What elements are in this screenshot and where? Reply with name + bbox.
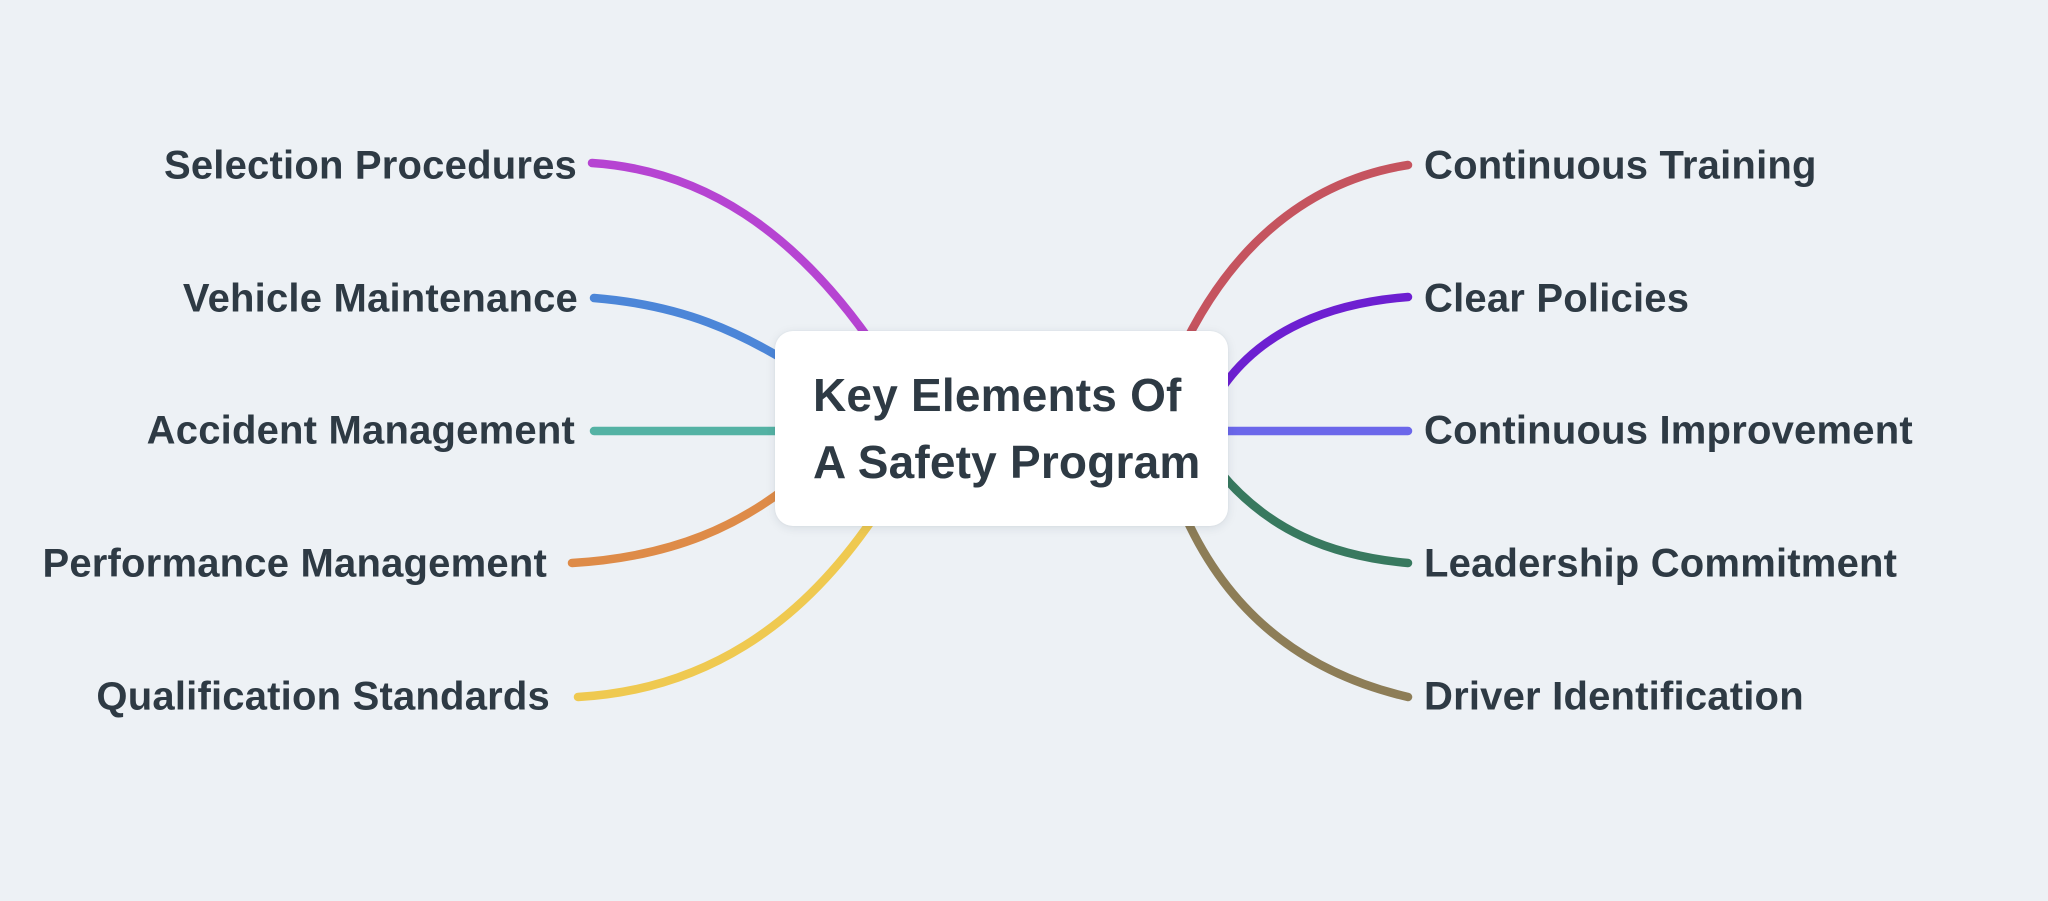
branch-label-clear-policies[interactable]: Clear Policies bbox=[1424, 276, 1690, 321]
branch-curve-leadership-commitment bbox=[1215, 467, 1413, 568]
branch-label-continuous-improvement[interactable]: Continuous Improvement bbox=[1424, 408, 1913, 453]
central-topic-title-line1: Key Elements Of bbox=[813, 368, 1182, 421]
branch-label-selection-procedures[interactable]: Selection Procedures bbox=[163, 143, 577, 188]
branch-label-leadership-commitment[interactable]: Leadership Commitment bbox=[1424, 541, 1898, 586]
branch-curve-clear-policies bbox=[1217, 292, 1413, 393]
branch-curve-selection-procedures bbox=[587, 158, 885, 360]
branch-label-continuous-training[interactable]: Continuous Training bbox=[1424, 143, 1817, 188]
central-topic-title-line2: A Safety Program bbox=[813, 435, 1201, 488]
branch-label-accident-management[interactable]: Accident Management bbox=[146, 408, 575, 453]
branch-label-performance-management[interactable]: Performance Management bbox=[42, 541, 547, 586]
branch-curve-driver-identification bbox=[1181, 513, 1413, 702]
branch-curve-continuous-training bbox=[1173, 160, 1413, 363]
branch-label-driver-identification[interactable]: Driver Identification bbox=[1424, 674, 1804, 719]
branch-curve-qualification-standards bbox=[573, 503, 885, 702]
branch-curve-performance-management bbox=[567, 465, 813, 568]
branch-label-qualification-standards[interactable]: Qualification Standards bbox=[96, 674, 550, 719]
central-topic-node[interactable]: Key Elements Of A Safety Program bbox=[775, 331, 1228, 526]
branch-label-vehicle-maintenance[interactable]: Vehicle Maintenance bbox=[182, 276, 578, 321]
